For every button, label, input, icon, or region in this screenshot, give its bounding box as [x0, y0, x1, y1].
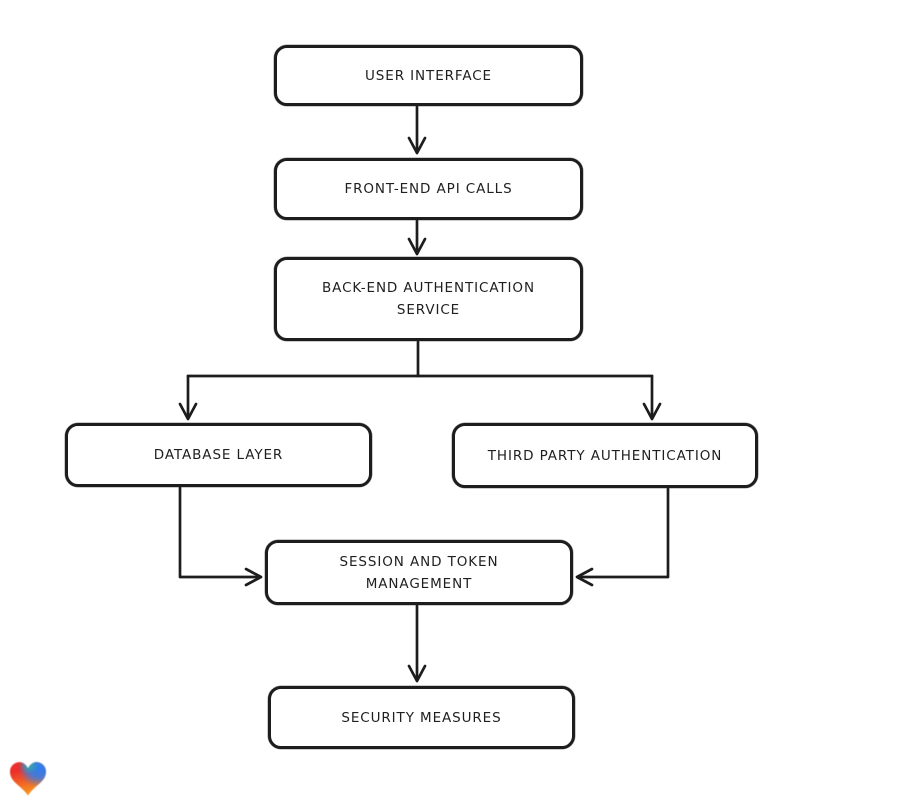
arrowhead-right-icon — [244, 567, 263, 587]
arrowhead-down-icon — [642, 402, 662, 421]
arrowhead-down-icon — [407, 136, 427, 155]
edge-back-end-authentication-service-split-trunk — [186, 340, 654, 378]
edge-back-end-authentication-service-to-database-layer — [178, 374, 198, 421]
edge-database-layer-to-session-and-token-management — [178, 486, 263, 587]
node-security-measures: SECURITY MEASURES — [268, 686, 575, 749]
edge-back-end-authentication-service-to-third-party-authentication — [642, 374, 662, 421]
edge-session-and-token-management-to-security-measures — [407, 604, 427, 683]
arrowhead-down-icon — [178, 402, 198, 421]
node-front-end-api-calls-label: FRONT-END API CALLS — [344, 181, 513, 197]
heart-icon — [10, 762, 46, 796]
node-session-and-token-management-label: SESSION AND TOKEN MANAGEMENT — [339, 553, 499, 592]
node-front-end-api-calls: FRONT-END API CALLS — [274, 158, 583, 220]
edge-third-party-authentication-to-session-and-token-management — [575, 487, 670, 587]
node-security-measures-label: SECURITY MEASURES — [341, 709, 502, 726]
node-third-party-authentication-label: THIRD PARTY AUTHENTICATION — [487, 447, 723, 464]
node-session-and-token-management: SESSION AND TOKEN MANAGEMENT — [265, 540, 573, 605]
arrowhead-down-icon — [407, 664, 427, 683]
gradient-heart-logo[interactable] — [10, 762, 46, 796]
node-back-end-authentication-service: BACK-END AUTHENTICATION SERVICE — [274, 257, 583, 341]
node-user-interface: USER INTERFACE — [274, 45, 583, 106]
node-third-party-authentication: THIRD PARTY AUTHENTICATION — [452, 423, 758, 488]
node-database-layer-label: DATABASE LAYER — [153, 447, 284, 463]
arrowhead-down-icon — [407, 237, 427, 256]
node-user-interface-label: USER INTERFACE — [365, 67, 492, 84]
arrowhead-left-icon — [575, 567, 594, 587]
edge-user-interface-to-front-end-api-calls — [407, 105, 427, 155]
node-back-end-authentication-service-label: BACK-END AUTHENTICATION SERVICE — [322, 280, 535, 318]
node-database-layer: DATABASE LAYER — [65, 423, 372, 487]
edge-front-end-api-calls-to-back-end-authentication-service — [407, 219, 427, 256]
